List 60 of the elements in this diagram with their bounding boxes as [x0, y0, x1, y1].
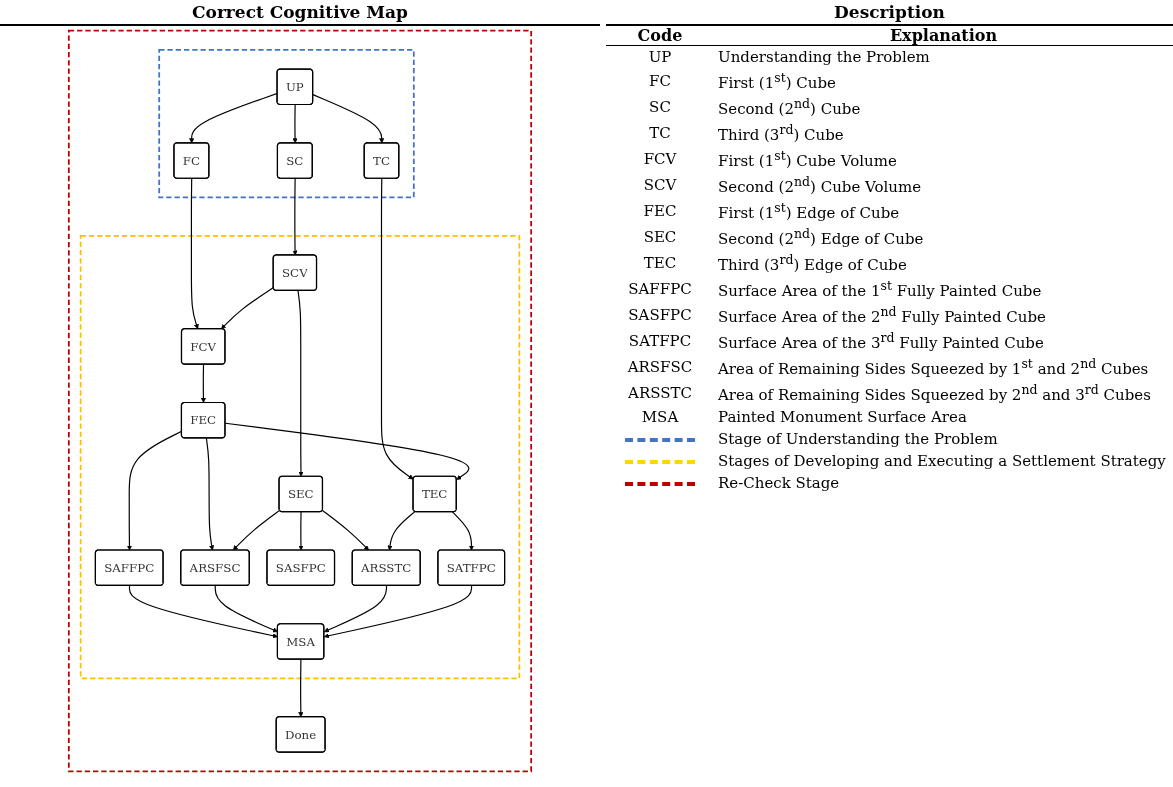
code-cell-text: SASFPC — [627, 305, 693, 326]
explanation-cell-text: Painted Monument Surface Area — [717, 407, 968, 428]
cluster — [158, 49, 415, 199]
code-cell-text: SATFPC — [627, 331, 693, 352]
code-cell-text: FEC — [642, 201, 678, 222]
arrow — [451, 511, 475, 551]
explanation-cell-text: Second (2$^{nd}$) Cube — [717, 95, 862, 120]
column-header: Explanation — [714, 26, 1173, 46]
column-header: Code — [606, 26, 714, 46]
arrow — [128, 585, 278, 639]
explanation-cell-text: Area of Remaining Sides Squeezed by 1$^{st}$ and 2$^{nd}$ Cubes — [717, 355, 1150, 380]
diagram-title: Correct Cognitive Map — [0, 0, 600, 26]
explanation-cell-text: Surface Area of the 3$^{rd}$ Fully Painted Cube — [717, 329, 1045, 354]
explanation-cell-text: Third (3$^{rd}$) Cube — [717, 121, 845, 146]
code-cell-text: SAFFPC — [627, 279, 693, 300]
legend-text: Stages of Developing and Executing a Settlement Strategy — [717, 451, 1167, 472]
explanation-cell-text: Surface Area of the 1$^{st}$ Fully Painted Cube — [717, 277, 1043, 302]
arrow — [298, 511, 304, 551]
arrow — [292, 104, 298, 144]
explanation-cell-text: First (1$^{st}$) Cube — [717, 69, 837, 94]
code-cell-text: ARSFSC — [626, 357, 694, 378]
explanation-cell: Understanding the Problem — [714, 45, 1173, 68]
arrow — [200, 363, 207, 403]
arrow — [323, 585, 473, 639]
arrow — [298, 658, 304, 718]
code-cell-text: FC — [648, 71, 672, 92]
explanation-cell-text: Second (2$^{nd}$) Edge of Cube — [717, 225, 925, 250]
arrow — [232, 509, 281, 551]
explanation-cell-text: Third (3$^{rd}$) Edge of Cube — [717, 251, 908, 276]
code-cell-text: TC — [648, 123, 672, 144]
cluster — [79, 234, 521, 680]
arrow — [205, 437, 215, 551]
table-heading: Description — [606, 0, 1173, 26]
code-cell-text: SEC — [642, 227, 678, 248]
arrow — [312, 94, 385, 144]
explanation-cell-text: Surface Area of the 2$^{nd}$ Fully Painted Cube — [717, 303, 1047, 328]
arrow — [190, 177, 199, 330]
explanation-cell-text: First (1$^{st}$) Edge of Cube — [717, 199, 901, 224]
explanation-cell-text: Area of Remaining Sides Squeezed by 2$^{nd}$ and 3$^{rd}$ Cubes — [717, 381, 1152, 406]
arrow — [292, 177, 298, 256]
arrow — [297, 290, 304, 477]
code-cell-text: ARSSTC — [627, 383, 693, 404]
code-cell-text: FCV — [642, 149, 678, 170]
code-cell-text: MSA — [640, 407, 680, 428]
arrow — [387, 511, 416, 551]
code-cell-text: SCV — [642, 175, 678, 196]
legend-text: Stage of Understanding the Problem — [717, 429, 999, 450]
arrow — [189, 92, 278, 144]
arrow — [323, 585, 388, 633]
explanation-cell-text: Second (2$^{nd}$) Cube Volume — [717, 173, 923, 198]
explanation-cell-text: First (1$^{st}$) Cube Volume — [717, 147, 898, 172]
arrow — [321, 509, 370, 551]
code-cell-text: SC — [648, 97, 672, 118]
arrow — [224, 422, 470, 480]
legend-text: Re-Check Stage — [717, 473, 841, 494]
arrow — [380, 177, 414, 480]
code-cell-text: TEC — [642, 253, 678, 274]
arrow — [214, 585, 278, 633]
code-cell: UP — [606, 45, 714, 68]
cluster — [67, 29, 533, 773]
